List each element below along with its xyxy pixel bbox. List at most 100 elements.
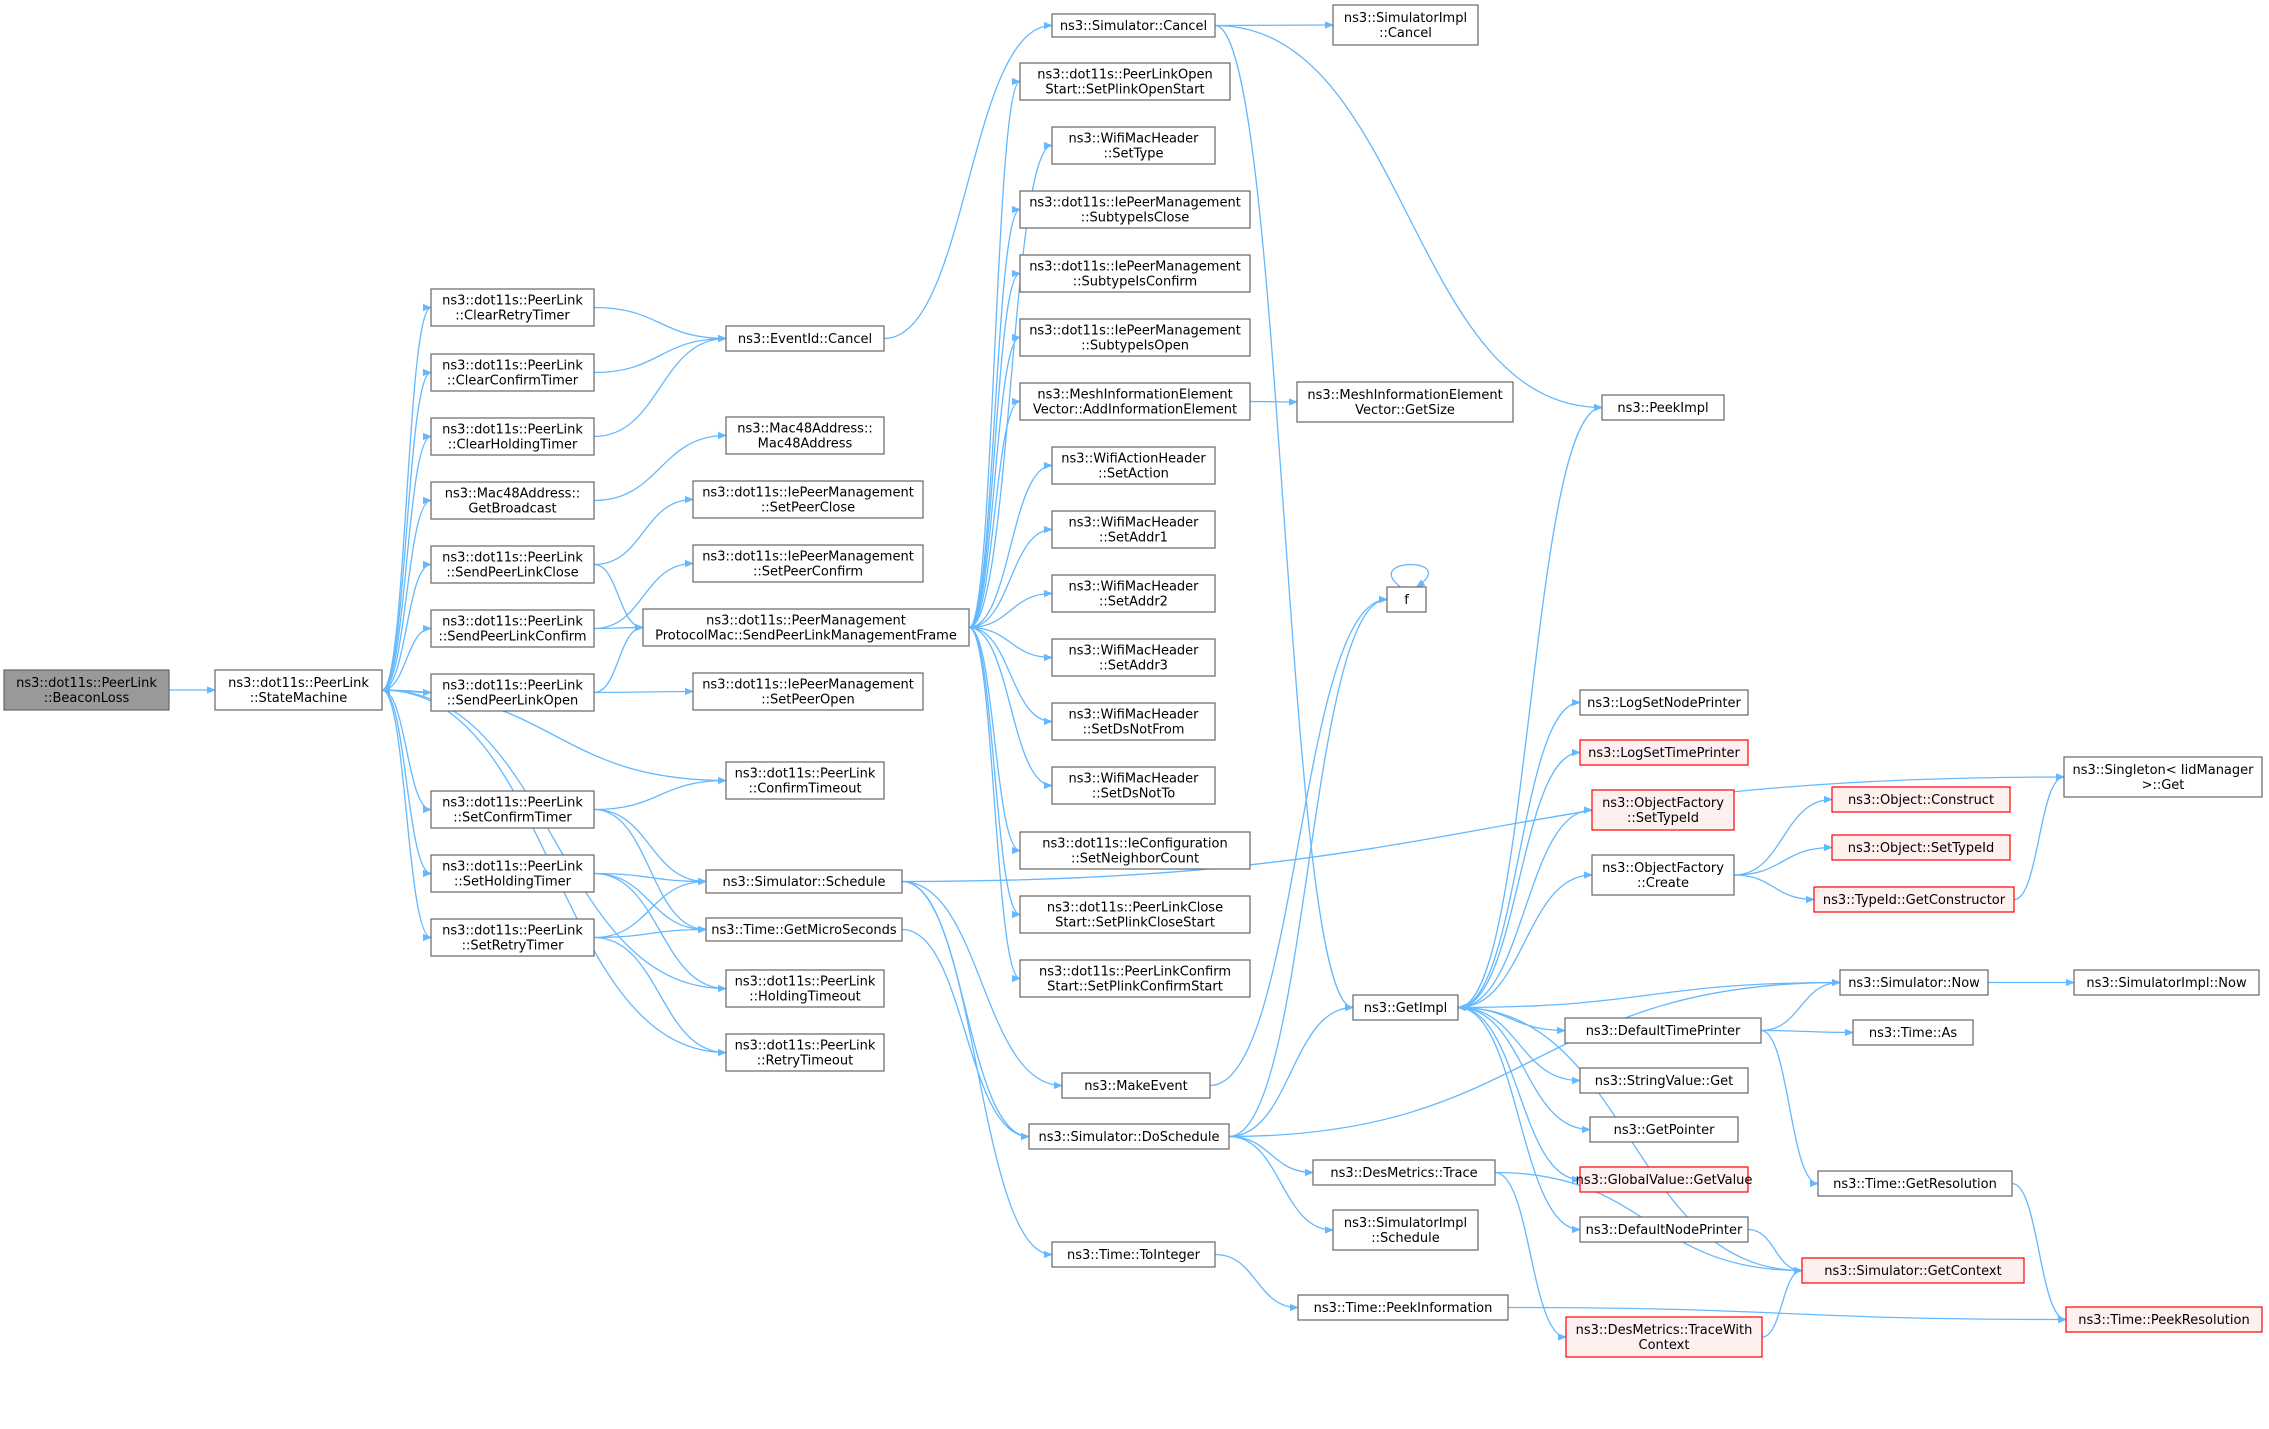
node-defaulttimeprinter[interactable]: ns3::DefaultTimePrinter (1564, 1017, 1762, 1044)
node-label: ns3::dot11s::PeerLink (442, 860, 583, 875)
node-singletonget[interactable]: ns3::Singleton< IidManager>::Get (2063, 756, 2263, 798)
node-label: ns3::WifiMacHeader (1068, 580, 1199, 595)
node-label: ns3::WifiActionHeader (1061, 452, 1206, 467)
node-setaddr2[interactable]: ns3::WifiMacHeader::SetAddr2 (1051, 574, 1216, 613)
node-setdsnotto[interactable]: ns3::WifiMacHeader::SetDsNotTo (1051, 766, 1216, 805)
node-simcancel[interactable]: ns3::Simulator::Cancel (1051, 13, 1216, 38)
node-clearholdingtimer[interactable]: ns3::dot11s::PeerLink::ClearHoldingTimer (430, 417, 595, 456)
node-statemachine[interactable]: ns3::dot11s::PeerLink::StateMachine (214, 669, 383, 711)
node-box (1852, 1019, 1974, 1046)
node-label: ::SetConfirmTimer (453, 811, 572, 826)
node-holdingtimeout[interactable]: ns3::dot11s::PeerLink::HoldingTimeout (725, 969, 885, 1008)
node-simimplcancel[interactable]: ns3::SimulatorImpl::Cancel (1332, 4, 1479, 46)
node-defaultnodeprinter[interactable]: ns3::DefaultNodePrinter (1579, 1216, 1749, 1243)
node-eventidcancel[interactable]: ns3::EventId::Cancel (725, 325, 885, 352)
node-subtypeisopen[interactable]: ns3::dot11s::IePeerManagement::SubtypeIs… (1019, 318, 1251, 357)
node-label: Vector::GetSize (1355, 403, 1455, 418)
node-peekimpl[interactable]: ns3::PeekImpl (1601, 394, 1725, 421)
node-label: ns3::Time::GetResolution (1833, 1177, 1997, 1192)
node-confirmtimeout[interactable]: ns3::dot11s::PeerLink::ConfirmTimeout (725, 761, 885, 800)
node-setpeerclose[interactable]: ns3::dot11s::IePeerManagement::SetPeerCl… (692, 480, 924, 519)
node-getpointer[interactable]: ns3::GetPointer (1589, 1116, 1739, 1143)
node-box (430, 854, 595, 893)
node-simimplnow[interactable]: ns3::SimulatorImpl::Now (2073, 969, 2260, 996)
node-clearconfirmtimer[interactable]: ns3::dot11s::PeerLink::ClearConfirmTimer (430, 353, 595, 392)
node-peekinformation[interactable]: ns3::Time::PeekInformation (1297, 1294, 1509, 1321)
node-subtypeisclose[interactable]: ns3::dot11s::IePeerManagement::SubtypeIs… (1019, 190, 1251, 229)
node-doschedule[interactable]: ns3::Simulator::DoSchedule (1028, 1123, 1230, 1150)
node-box (1019, 62, 1231, 101)
node-setpeeropen[interactable]: ns3::dot11s::IePeerManagement::SetPeerOp… (692, 672, 924, 711)
node-label: ::StateMachine (250, 691, 348, 706)
node-timeas[interactable]: ns3::Time::As (1852, 1019, 1974, 1046)
edge-sendpeerlinkmgmt-to-setdsnotfrom (968, 626, 1053, 726)
node-setaction[interactable]: ns3::WifiActionHeader::SetAction (1051, 446, 1216, 485)
node-setaddr1[interactable]: ns3::WifiMacHeader::SetAddr1 (1051, 510, 1216, 549)
node-desmetricstrace[interactable]: ns3::DesMetrics::Trace (1312, 1159, 1496, 1186)
node-getimpl[interactable]: ns3::GetImpl (1352, 994, 1459, 1021)
node-setholdingtimer[interactable]: ns3::dot11s::PeerLink::SetHoldingTimer (430, 854, 595, 893)
node-ofsettypeid[interactable]: ns3::ObjectFactory::SetTypeId (1591, 789, 1735, 831)
node-ofcreate[interactable]: ns3::ObjectFactory::Create (1591, 854, 1735, 896)
node-subtypeisconfirm[interactable]: ns3::dot11s::IePeerManagement::SubtypeIs… (1019, 254, 1251, 293)
node-setaddr3[interactable]: ns3::WifiMacHeader::SetAddr3 (1051, 638, 1216, 677)
node-sendpeerlinkmgmt[interactable]: ns3::dot11s::PeerManagementProtocolMac::… (642, 608, 970, 647)
node-setplinkconfirmstart[interactable]: ns3::dot11s::PeerLinkConfirmStart::SetPl… (1019, 959, 1251, 998)
node-label: ns3::LogSetNodePrinter (1587, 696, 1741, 711)
node-objconstruct[interactable]: ns3::Object::Construct (1831, 786, 2011, 813)
node-simnow[interactable]: ns3::Simulator::Now (1839, 969, 1989, 996)
node-logsetnodeprinter[interactable]: ns3::LogSetNodePrinter (1579, 689, 1749, 716)
node-setconfirmtimer[interactable]: ns3::dot11s::PeerLink::SetConfirmTimer (430, 790, 595, 829)
node-mac48address[interactable]: ns3::Mac48Address::Mac48Address (725, 416, 885, 455)
node-getconstructor[interactable]: ns3::TypeId::GetConstructor (1813, 886, 2015, 913)
node-setpeerconfirm[interactable]: ns3::dot11s::IePeerManagement::SetPeerCo… (692, 544, 924, 583)
node-simschedule[interactable]: ns3::Simulator::Schedule (705, 869, 903, 894)
node-globalvaluegetvalue[interactable]: ns3::GlobalValue::GetValue (1576, 1166, 1753, 1193)
node-getmicroseconds[interactable]: ns3::Time::GetMicroSeconds (705, 917, 903, 942)
edge-getimpl-to-getpointer (1457, 1006, 1591, 1134)
node-f[interactable]: f (1386, 586, 1427, 613)
node-getresolution[interactable]: ns3::Time::GetResolution (1817, 1170, 2013, 1197)
node-sendpeerlinkclose[interactable]: ns3::dot11s::PeerLink::SendPeerLinkClose (430, 545, 595, 584)
node-getbroadcast[interactable]: ns3::Mac48Address::GetBroadcast (430, 481, 595, 520)
node-setdsnotfrom[interactable]: ns3::WifiMacHeader::SetDsNotFrom (1051, 702, 1216, 741)
node-label: ::SendPeerLinkOpen (447, 694, 579, 709)
node-addinfoelement[interactable]: ns3::MeshInformationElementVector::AddIn… (1019, 382, 1251, 421)
node-settype[interactable]: ns3::WifiMacHeader::SetType (1051, 126, 1216, 165)
node-setplinkopenstart[interactable]: ns3::dot11s::PeerLinkOpenStart::SetPlink… (1019, 62, 1231, 101)
node-sendpeerlinkconfirm[interactable]: ns3::dot11s::PeerLink::SendPeerLinkConfi… (430, 609, 595, 648)
edge-defaulttimeprinter-to-getresolution (1760, 1029, 1819, 1188)
node-box (705, 869, 903, 894)
node-peekresolution[interactable]: ns3::Time::PeekResolution (2065, 1306, 2263, 1333)
node-box (2073, 969, 2260, 996)
edge-setholdingtimer-to-holdingtimeout (593, 872, 727, 993)
node-label: ns3::dot11s::IePeerManagement (702, 678, 914, 693)
node-stringvalueget[interactable]: ns3::StringValue::Get (1579, 1067, 1749, 1094)
node-setretrytimer[interactable]: ns3::dot11s::PeerLink::SetRetryTimer (430, 918, 595, 957)
node-getcontext[interactable]: ns3::Simulator::GetContext (1801, 1257, 2025, 1284)
node-box (1051, 510, 1216, 549)
edge-setholdingtimer-to-simschedule (593, 872, 707, 886)
node-logsettimeprinter[interactable]: ns3::LogSetTimePrinter (1579, 739, 1749, 766)
node-simimplschedule[interactable]: ns3::SimulatorImpl::Schedule (1332, 1209, 1479, 1251)
node-setneighborcount[interactable]: ns3::dot11s::IeConfiguration::SetNeighbo… (1019, 831, 1251, 870)
node-box (1296, 381, 1514, 423)
edge-defaultnodeprinter-to-getcontext (1747, 1228, 1803, 1275)
node-box (1028, 1123, 1230, 1150)
node-getsize[interactable]: ns3::MeshInformationElementVector::GetSi… (1296, 381, 1514, 423)
node-label: ns3::dot11s::IePeerManagement (1029, 324, 1241, 339)
node-setplinkclosestart[interactable]: ns3::dot11s::PeerLinkCloseStart::SetPlin… (1019, 895, 1251, 934)
node-sendpeerlinkopen[interactable]: ns3::dot11s::PeerLink::SendPeerLinkOpen (430, 673, 595, 712)
edge-ofcreate-to-objsettypeid (1733, 843, 1833, 876)
node-clearretrytimer[interactable]: ns3::dot11s::PeerLink::ClearRetryTimer (430, 288, 595, 327)
node-objsettypeid[interactable]: ns3::Object::SetTypeId (1831, 834, 2011, 861)
node-label: ns3::Simulator::Schedule (722, 875, 885, 890)
node-tointeger[interactable]: ns3::Time::ToInteger (1051, 1241, 1216, 1268)
node-label: ns3::Simulator::DoSchedule (1038, 1130, 1219, 1145)
node-makeevent[interactable]: ns3::MakeEvent (1061, 1072, 1211, 1099)
node-label: ns3::Object::SetTypeId (1848, 841, 1994, 856)
node-box (1051, 766, 1216, 805)
node-retrytimeout[interactable]: ns3::dot11s::PeerLink::RetryTimeout (725, 1033, 885, 1072)
graph-nodes: ns3::dot11s::PeerLink::BeaconLossns3::do… (3, 4, 2263, 1358)
